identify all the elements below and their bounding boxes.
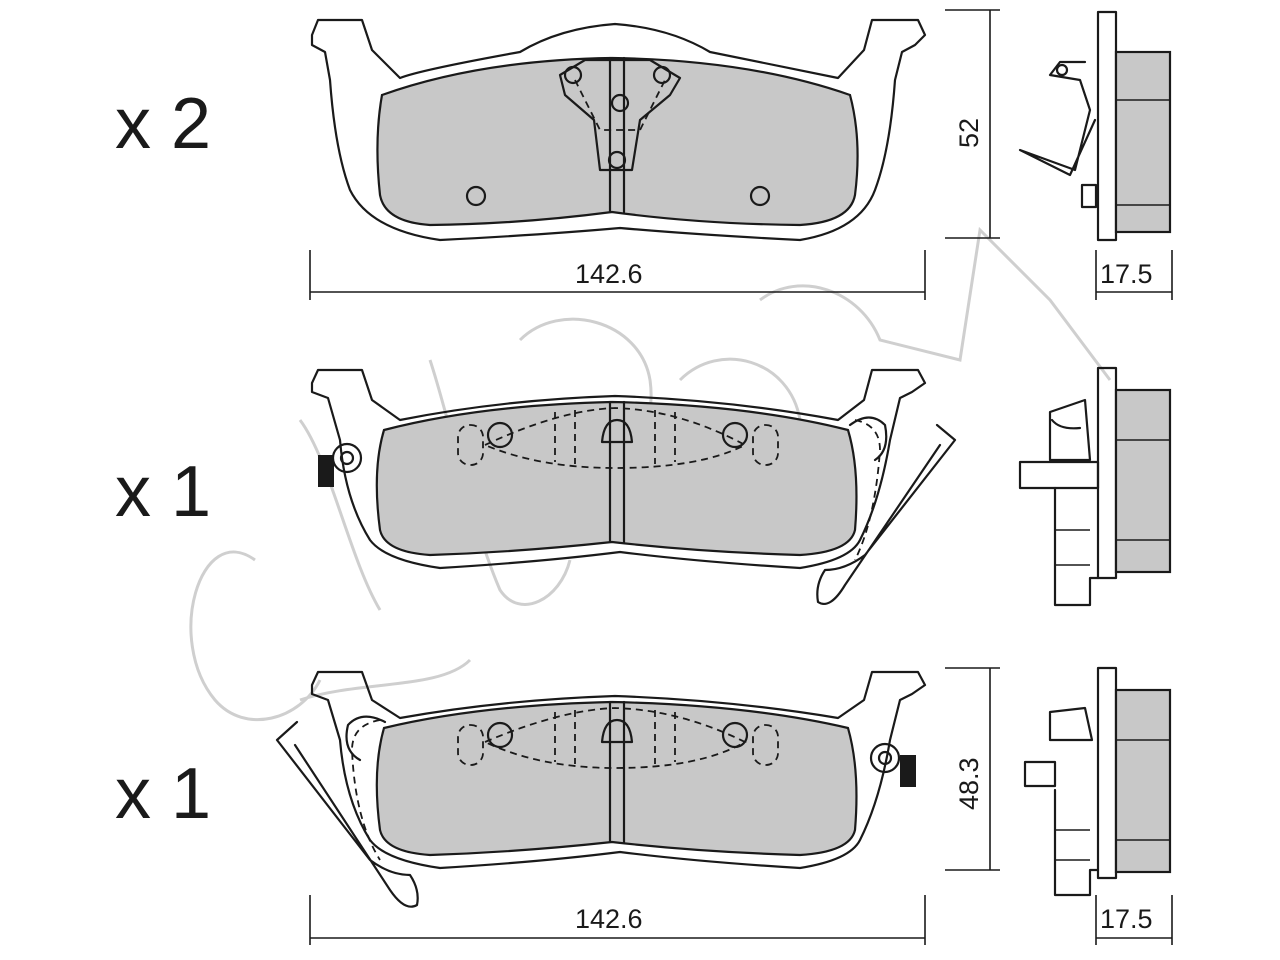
- clip-side: [1018, 460, 1100, 490]
- friction-material: [375, 400, 858, 557]
- sensor-side: [1048, 398, 1092, 462]
- height-value-top: 52: [954, 118, 984, 148]
- backing-plate: [310, 368, 927, 570]
- height-value-bottom: 48.3: [954, 757, 984, 810]
- backing-plate: [310, 670, 927, 870]
- wear-sensor-loop: [345, 715, 387, 762]
- brake-pad-side-view-2: [1018, 366, 1172, 607]
- wear-sensor-spring: [816, 423, 957, 606]
- backing-plate-side: [1096, 10, 1118, 242]
- friction-material-side: [1114, 50, 1172, 234]
- brake-pad-side-view-1: 17.5: [1018, 10, 1173, 300]
- dimension-width-bottom: 142.6: [309, 895, 926, 945]
- friction-material: [376, 56, 859, 227]
- thickness-value-bottom: 17.5: [1100, 904, 1153, 934]
- sensor-side: [1048, 706, 1094, 742]
- backing-plate: [310, 18, 927, 242]
- clip-spring-side: [1018, 60, 1097, 177]
- shim-bracket: [558, 58, 682, 172]
- shim-hole: [607, 150, 627, 170]
- backing-plate-side: [1096, 366, 1118, 580]
- friction-material-side: [1114, 688, 1172, 874]
- width-value-top: 142.6: [575, 259, 643, 289]
- shim-hole: [563, 65, 583, 85]
- brake-pad-front-view-3: [275, 670, 927, 908]
- dimension-height-bottom: 48.3: [945, 667, 1000, 871]
- quantity-label-row2: x 1: [115, 452, 211, 532]
- shim-hidden-edge: [574, 79, 666, 131]
- mounting-hole: [465, 185, 487, 207]
- sensor-clip: [318, 455, 334, 487]
- friction-material-side: [1114, 388, 1172, 574]
- width-value-bottom: 142.6: [575, 904, 643, 934]
- wear-sensor-loop: [848, 416, 888, 462]
- backing-plate-side: [1096, 666, 1118, 880]
- clip-side: [1023, 760, 1057, 788]
- rivet-side: [1080, 183, 1098, 209]
- thickness-value-top: 17.5: [1100, 259, 1153, 289]
- brake-pad-front-view-2: [310, 368, 957, 606]
- sensor-mount: [331, 442, 363, 474]
- dimension-height-top: 52: [945, 9, 1000, 239]
- brake-pad-front-view-1: [310, 18, 927, 242]
- shim-hole: [652, 65, 672, 85]
- brake-pad-side-view-3: 17.5: [1023, 666, 1173, 945]
- wear-sensor-spring: [275, 720, 419, 908]
- sensor-mount: [869, 742, 901, 774]
- sensor-clip: [900, 755, 916, 787]
- shim-outline: [482, 407, 747, 469]
- quantity-label-row1: x 2: [115, 84, 211, 164]
- mounting-hole: [749, 185, 771, 207]
- dimension-width-top: 142.6: [309, 250, 926, 300]
- shim-hole: [610, 93, 630, 113]
- friction-material: [375, 700, 858, 857]
- quantity-label-row3: x 1: [115, 754, 211, 834]
